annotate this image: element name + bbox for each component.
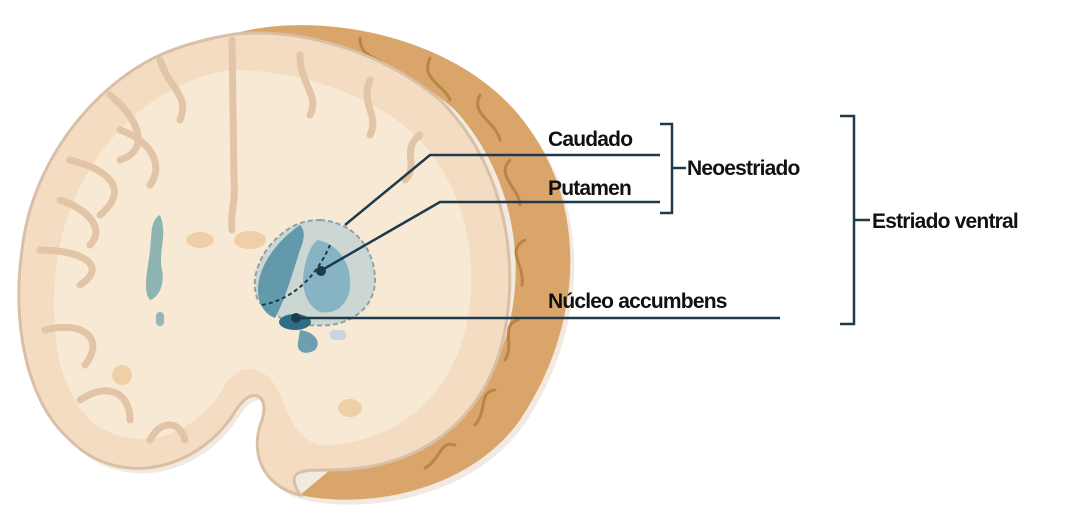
- nucleus-spot: [234, 231, 266, 249]
- neoestriado-bracket: [660, 124, 686, 213]
- nucleus-spot: [186, 232, 214, 248]
- label-nucleo-accumbens: Núcleo accumbens: [548, 290, 727, 313]
- label-putamen: Putamen: [548, 177, 631, 200]
- putamen-pointer-dot: [316, 266, 326, 276]
- label-caudado: Caudado: [548, 128, 632, 151]
- ventricle-small: [156, 312, 164, 326]
- accumbens-pointer-dot: [291, 313, 301, 323]
- nucleus-spot: [338, 399, 362, 417]
- estriado-ventral-bracket: [840, 116, 870, 324]
- brain-illustration: [19, 25, 574, 505]
- label-neoestriado: Neoestriado: [687, 157, 800, 180]
- label-estriado-ventral: Estriado ventral: [872, 210, 1018, 233]
- nucleus-spot: [112, 365, 132, 385]
- ventral-blob-2: [330, 330, 346, 340]
